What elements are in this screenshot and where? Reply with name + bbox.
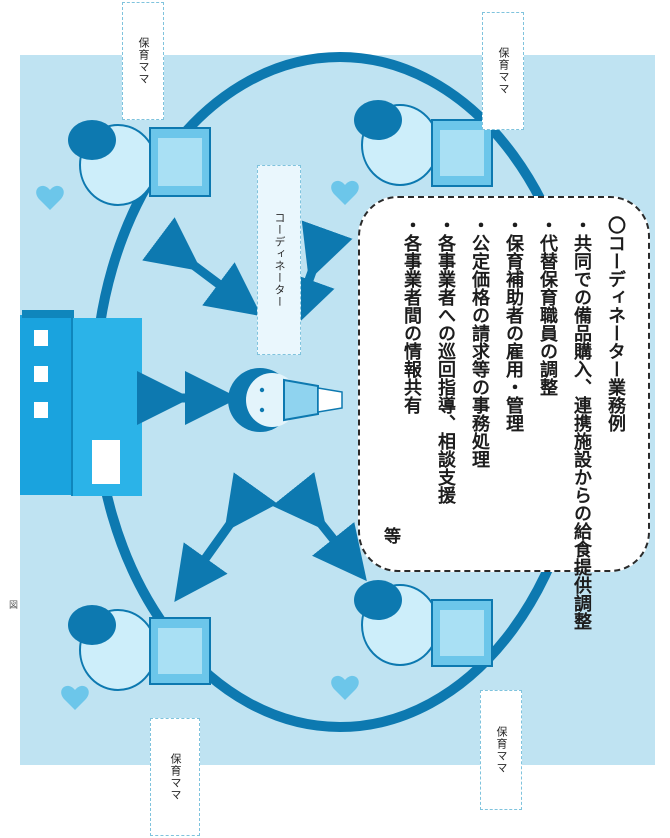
- task-item: ・共同での備品購入、連携施設からの給食提供調整: [571, 216, 592, 630]
- building-icon: [20, 310, 142, 496]
- heart-icon: [61, 685, 89, 710]
- hoiku-mama-label: 保育ママ: [169, 753, 182, 801]
- hoiku-mama-figure-top-right: [354, 100, 493, 187]
- figure-caption: 図: [7, 600, 17, 609]
- heart-icon: [331, 180, 359, 205]
- hoiku-mama-tag-bottom-left: 保育ママ: [150, 718, 200, 836]
- arrow-top-left: [142, 217, 262, 317]
- arrow-top-right: [283, 220, 353, 331]
- task-item: ・保育補助者の雇用・管理: [503, 216, 524, 432]
- hoiku-mama-figure-top-left: [68, 120, 211, 206]
- coordinator-label: コーディネーター: [273, 212, 286, 308]
- hoiku-mama-label: 保育ママ: [495, 726, 508, 774]
- task-item: ・公定価格の請求等の事務処理: [469, 216, 490, 468]
- coordinator-task-box: 〇コーディネーター業務例 ・共同での備品購入、連携施設からの給食提供調整 ・代替…: [358, 196, 650, 630]
- task-list: 〇コーディネーター業務例 ・共同での備品購入、連携施設からの給食提供調整 ・代替…: [372, 216, 632, 630]
- hoiku-mama-figure-bottom-left: [68, 605, 211, 691]
- hoiku-mama-label: 保育ママ: [497, 47, 510, 95]
- task-item: ・各事業者間の情報共有: [401, 216, 422, 414]
- hoiku-mama-figure-bottom-right: [354, 580, 493, 667]
- hoiku-mama-label: 保育ママ: [137, 37, 150, 85]
- task-etc: 等: [380, 527, 400, 544]
- hoiku-mama-tag-top-left: 保育ママ: [122, 2, 164, 120]
- heart-icon: [331, 675, 359, 700]
- arrow-bottom-left: [174, 472, 278, 602]
- hoiku-mama-tag-top-right: 保育ママ: [482, 12, 524, 130]
- arrows: [137, 217, 367, 602]
- coordinator-person-icon: [228, 368, 343, 432]
- task-heading: 〇コーディネーター業務例: [605, 216, 626, 432]
- heart-icon: [36, 185, 64, 210]
- arrow-bottom-right: [272, 472, 367, 582]
- task-item: ・各事業者への巡回指導、相談支援: [435, 216, 456, 504]
- coordinator-tag: コーディネーター: [257, 165, 301, 355]
- task-item: ・代替保育職員の調整: [537, 216, 558, 396]
- hoiku-mama-tag-bottom-right: 保育ママ: [480, 690, 522, 810]
